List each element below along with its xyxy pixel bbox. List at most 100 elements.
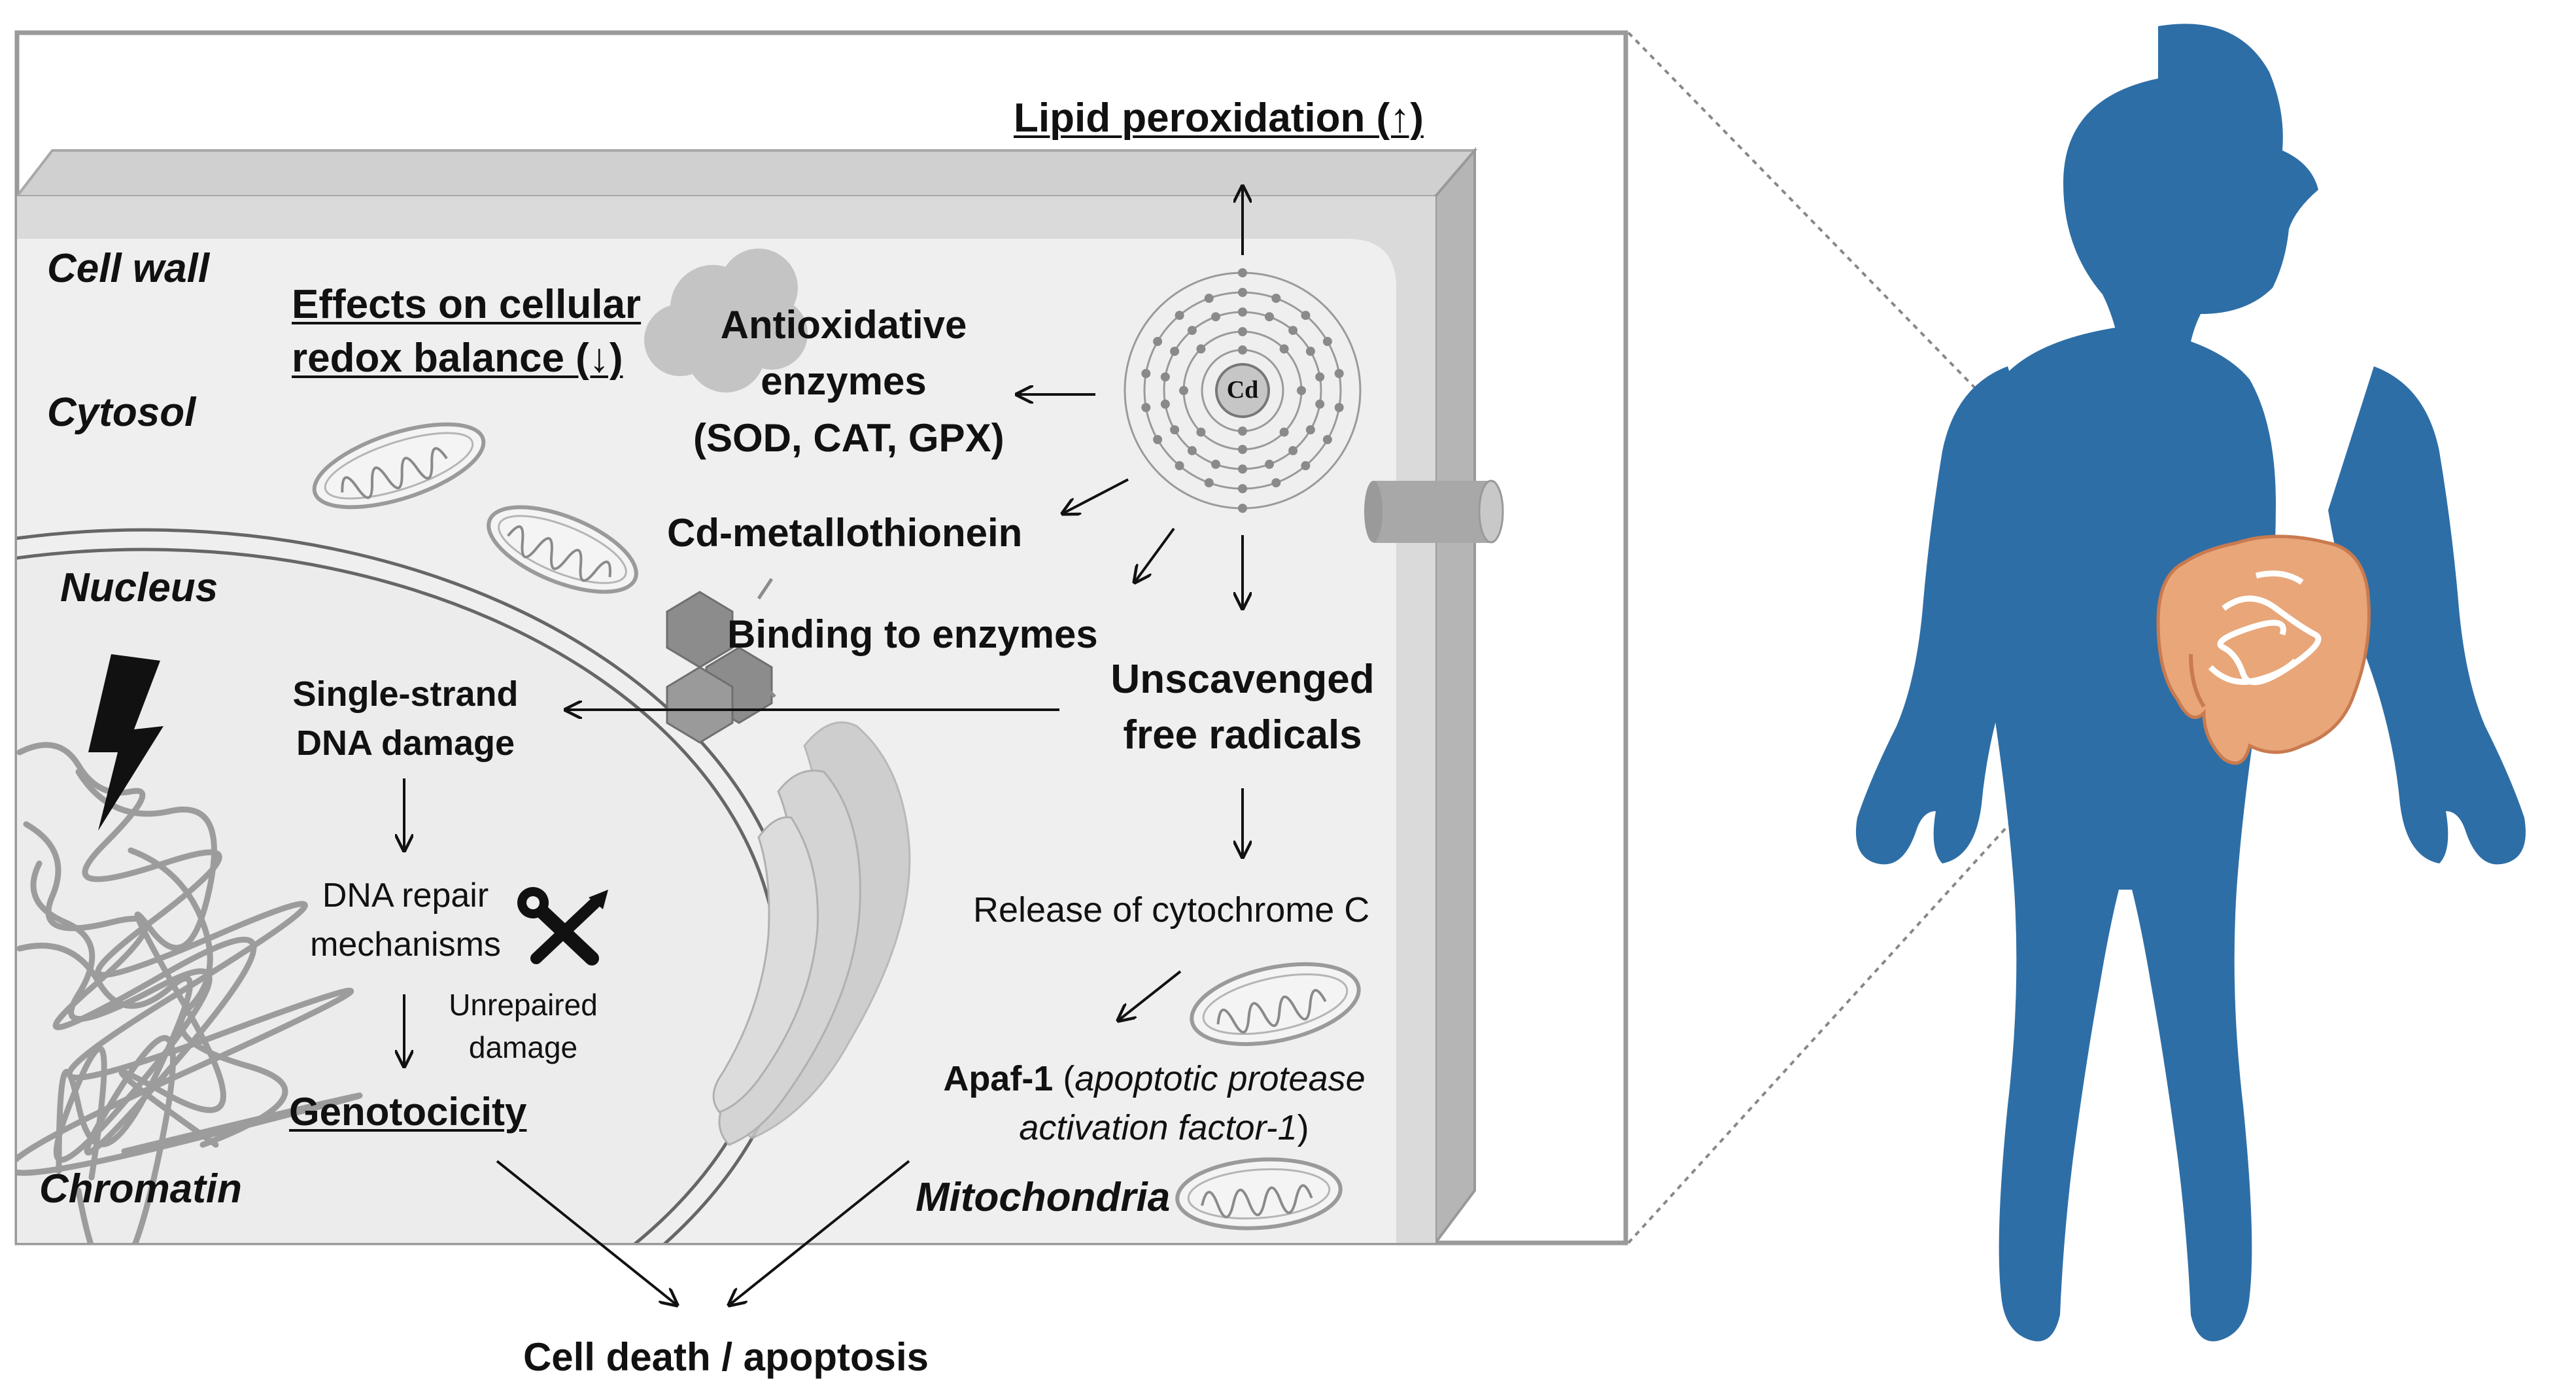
electron-dot (1211, 312, 1220, 322)
arrow-to-binding (1135, 527, 1175, 582)
electron-dot (1305, 425, 1315, 434)
label-repair-line2: mechanisms (310, 926, 501, 964)
cell-wall-side (1434, 147, 1476, 1243)
label-antiox-line3: (SOD, CAT, GPX) (693, 416, 1005, 460)
electron-dot (1141, 369, 1151, 378)
chromatin-tangle (17, 742, 363, 1243)
electron-dot (1238, 268, 1247, 277)
label-apaf-italic2: activation factor-1 (1019, 1108, 1297, 1147)
label-unrepaired-line1: Unrepaired (449, 988, 598, 1022)
label-genotocicity: Genotocicity (289, 1090, 527, 1134)
electron-dot (1204, 294, 1214, 303)
label-repair-line1: DNA repair (322, 877, 489, 915)
electron-dot (1175, 311, 1184, 321)
label-cytosol: Cytosol (47, 390, 196, 435)
electron-dot (1153, 435, 1163, 444)
arrow-to-apaf (1118, 970, 1182, 1020)
label-cd-metallothionein: Cd-metallothionein (667, 511, 1023, 555)
label-apaf-line2: activation factor-1) (935, 1107, 1393, 1148)
electron-dot (1238, 288, 1247, 297)
label-unrepaired-line2: damage (468, 1030, 578, 1064)
electron-dot (1170, 347, 1180, 356)
label-ssdna-line1: Single-strand (292, 674, 519, 714)
mitochondrion-1 (312, 422, 486, 510)
electron-dot (1170, 425, 1180, 434)
label-binding-to-enzymes: Binding to enzymes (727, 612, 1098, 656)
electron-dot (1196, 344, 1206, 354)
electron-dot (1211, 459, 1220, 469)
electron-dot (1288, 326, 1298, 336)
label-antiox-line2: enzymes (761, 359, 927, 403)
label-lipid-peroxidation: Lipid peroxidation (↑) (1014, 96, 1424, 141)
arrow-to-metallothionein (1063, 478, 1129, 514)
electron-dot (1204, 478, 1214, 487)
electron-dot (1187, 326, 1197, 336)
golgi-apparatus (712, 721, 911, 1146)
enzyme-cloud (644, 249, 808, 392)
electron-dot (1271, 294, 1281, 303)
electron-dot (1271, 478, 1281, 487)
label-apaf-close: ) (1297, 1108, 1309, 1147)
arrow-apaf-to-death (729, 1160, 910, 1305)
electron-dot (1238, 307, 1247, 317)
electron-dot (1238, 464, 1247, 474)
electron-dot (1279, 344, 1289, 354)
label-apaf-italic1: apoptotic protease (1074, 1059, 1365, 1098)
label-unscavenged-line1: Unscavenged (1110, 657, 1375, 702)
label-redox-line1: Effects on cellular (292, 282, 642, 327)
electron-dot (1238, 327, 1247, 336)
electron-dot (1315, 399, 1325, 409)
membrane-channel (1364, 479, 1504, 544)
electron-dot (1265, 312, 1274, 322)
electron-dot (1334, 403, 1344, 412)
electron-dot (1196, 427, 1206, 437)
label-apaf-name: Apaf-1 (943, 1059, 1054, 1098)
arrow-genotox-to-death (496, 1160, 677, 1305)
electron-dot (1322, 435, 1332, 444)
electron-dot (1238, 504, 1247, 513)
electron-dot (1315, 372, 1325, 382)
electron-dot (1279, 427, 1289, 437)
label-redox-line2: redox balance (↓) (292, 336, 623, 381)
electron-dot (1160, 372, 1170, 382)
label-mitochondria: Mitochondria (916, 1175, 1171, 1220)
cadmium-atom-icon (1124, 268, 1362, 513)
electron-dot (1334, 369, 1344, 378)
electron-dot (1179, 386, 1188, 395)
label-chromatin: Chromatin (39, 1166, 242, 1211)
label-nucleus: Nucleus (60, 565, 218, 610)
electron-dot (1322, 337, 1332, 346)
electron-dot (1160, 399, 1170, 409)
electron-dot (1153, 337, 1163, 346)
label-ssdna-line2: DNA damage (296, 723, 515, 763)
electron-dot (1288, 445, 1298, 455)
label-cell-death: Cell death / apoptosis (523, 1335, 929, 1379)
cell-wall-top (17, 149, 1478, 198)
lightning-bolt-icon (88, 654, 163, 831)
electron-dot (1301, 311, 1311, 321)
mitochondrion-2 (487, 505, 638, 594)
label-cell-wall: Cell wall (47, 246, 210, 291)
electron-dot (1301, 461, 1311, 470)
label-apaf-open: ( (1053, 1059, 1075, 1098)
electron-dot (1141, 403, 1151, 412)
electron-dot (1305, 347, 1315, 356)
electron-dot (1187, 445, 1197, 455)
electron-dot (1238, 484, 1247, 493)
label-cytochrome-c: Release of cytochrome C (973, 890, 1370, 930)
electron-dot (1238, 427, 1247, 436)
electron-dot (1265, 459, 1274, 469)
mitochondrion-4 (1175, 1157, 1343, 1230)
wrench-screwdriver-icon (517, 887, 608, 966)
hexagon-enzyme-icon (666, 578, 776, 744)
label-apaf-line1: Apaf-1 (apoptotic protease (902, 1058, 1406, 1099)
electron-dot (1175, 461, 1184, 470)
label-cd: Cd (1226, 376, 1259, 404)
label-unscavenged-line2: free radicals (1123, 712, 1362, 758)
mitochondrion-3 (1190, 962, 1361, 1047)
electron-dot (1238, 345, 1247, 355)
electron-dot (1297, 386, 1306, 395)
label-antiox-line1: Antioxidative (720, 303, 967, 347)
electron-dot (1238, 445, 1247, 454)
